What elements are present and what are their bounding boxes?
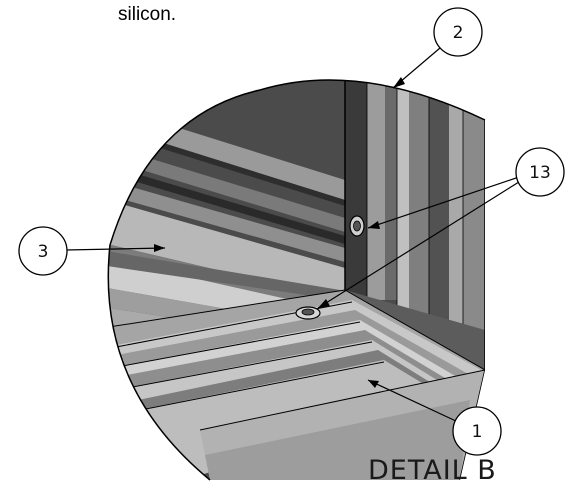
callout-1-label: 1	[472, 422, 483, 442]
callout-3-label: 3	[38, 242, 49, 262]
detail-circle-content	[108, 80, 486, 480]
screw-base	[295, 306, 321, 320]
note-text: silicon.	[118, 4, 177, 25]
callout-1: 1	[452, 406, 502, 456]
callout-2: 2	[433, 7, 483, 57]
callout-3: 3	[18, 226, 68, 276]
callout-2-label: 2	[453, 23, 464, 43]
leader-arrowheads	[154, 77, 405, 388]
callout-13: 13	[515, 147, 565, 197]
callout-13-label: 13	[529, 163, 551, 183]
detail-title: DETAIL B	[368, 455, 497, 486]
leader-lines	[65, 47, 523, 423]
screw-upright	[349, 215, 365, 237]
